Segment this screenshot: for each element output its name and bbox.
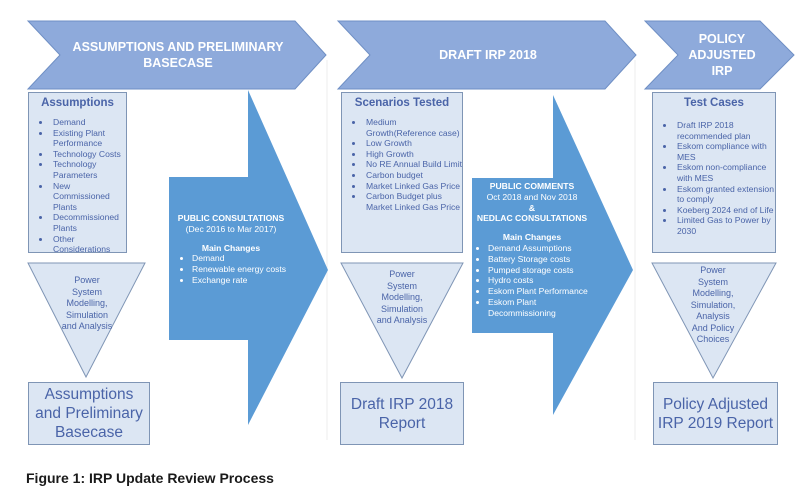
list-item: Exchange rate	[192, 275, 290, 286]
list-item: Existing Plant Performance	[51, 128, 126, 149]
chevron-stage-1	[26, 20, 327, 90]
main-changes-heading: Main Changes	[201, 242, 261, 253]
list-item: Technology Parameters	[51, 159, 126, 180]
consultation-period: Oct 2018 and Nov 2018	[486, 191, 578, 202]
list-item: No RE Annual Build Limit	[364, 159, 462, 170]
assumptions-panel: Assumptions Demand Existing Plant Perfor…	[28, 92, 127, 255]
list-item: Demand	[51, 117, 126, 128]
panel-heading: Scenarios Tested	[354, 97, 450, 109]
main-changes-heading: Main Changes	[502, 232, 562, 243]
stage-1-title: ASSUMPTIONS AND PRELIMINARY BASECASE	[72, 40, 284, 70]
list-item: Eskom granted extension to comply	[675, 184, 775, 205]
list-item: Eskom compliance with MES	[675, 141, 775, 162]
list-item: Draft IRP 2018 recommended plan	[675, 120, 775, 141]
ampersand: &	[528, 202, 536, 213]
report-box-3: Policy Adjusted IRP 2019 Report	[653, 382, 778, 445]
panel-heading: Test Cases	[684, 97, 744, 109]
test-cases-panel: Test Cases Draft IRP 2018 recommended pl…	[652, 92, 776, 253]
consultation-period: (Dec 2016 to Mar 2017)	[185, 223, 277, 234]
list-item: Battery Storage costs	[488, 254, 592, 265]
changes-list: Demand Assumptions Battery Storage costs…	[472, 243, 592, 319]
stage-2-title: DRAFT IRP 2018	[439, 48, 537, 62]
list-item: Hydro costs	[488, 275, 592, 286]
list-item: Demand Assumptions	[488, 243, 592, 254]
changes-list: Demand Renewable energy costs Exchange r…	[172, 253, 290, 285]
list-item: New Commissioned Plants	[51, 181, 126, 213]
consultation-1-text: PUBLIC CONSULTATIONS (Dec 2016 to Mar 20…	[172, 213, 290, 286]
panel-heading: Assumptions	[41, 97, 114, 109]
consultation-2-text: PUBLIC COMMENTS Oct 2018 and Nov 2018 & …	[472, 181, 592, 319]
chevron-stage-3	[643, 20, 795, 90]
consultation-heading: PUBLIC CONSULTATIONS	[177, 213, 285, 223]
figure-caption: Figure 1: IRP Update Review Process	[26, 470, 274, 486]
report-box-2: Draft IRP 2018 Report	[340, 382, 464, 445]
stage-3-title: POLICY ADJUSTED IRP	[688, 32, 756, 78]
consultation-heading-2: NEDLAC CONSULTATIONS	[476, 213, 588, 224]
list-item: Eskom non-compliance with MES	[675, 162, 775, 183]
list-item: Limited Gas to Power by 2030	[675, 215, 775, 236]
modelling-text-1: Power System Modelling, Simulation and A…	[61, 275, 113, 331]
list-item: Low Growth	[364, 138, 462, 149]
list-item: Koeberg 2024 end of Life	[675, 205, 775, 216]
list-item: Technology Costs	[51, 149, 126, 160]
list-item: Market Linked Gas Price	[364, 181, 462, 192]
list-item: High Growth	[364, 149, 462, 160]
modelling-text-3: Power System Modelling, Simulation, Anal…	[690, 265, 736, 344]
list-item: Decommissioned Plants	[51, 212, 126, 233]
scenarios-panel: Scenarios Tested Medium Growth(Reference…	[341, 92, 463, 253]
list-item: Carbon Budget plus Market Linked Gas Pri…	[364, 191, 462, 212]
list-item: Medium Growth(Reference case)	[364, 117, 462, 138]
test-cases-list: Draft IRP 2018 recommended plan Eskom co…	[653, 120, 775, 237]
list-item: Eskom Plant Decommissioning	[488, 297, 592, 319]
list-item: Carbon budget	[364, 170, 462, 181]
list-item: Demand	[192, 253, 290, 264]
scenarios-list: Medium Growth(Reference case) Low Growth…	[342, 117, 462, 212]
report-box-1: Assumptions and Preliminary Basecase	[28, 382, 150, 445]
modelling-text-2: Power System Modelling, Simulation and A…	[376, 269, 428, 325]
modelling-triangle-3	[651, 262, 777, 380]
list-item: Pumped storage costs	[488, 265, 592, 276]
chevron-stage-2	[336, 20, 637, 90]
list-item: Other Considerations	[51, 234, 126, 255]
consultation-heading: PUBLIC COMMENTS	[489, 181, 575, 191]
list-item: Renewable energy costs	[192, 264, 290, 275]
assumptions-list: Demand Existing Plant Performance Techno…	[29, 117, 126, 255]
list-item: Eskom Plant Performance	[488, 286, 592, 297]
consultation-arrow-1	[169, 90, 328, 425]
modelling-triangle-1	[27, 262, 146, 379]
consultation-arrow-2	[472, 95, 633, 415]
modelling-triangle-2	[340, 262, 464, 380]
